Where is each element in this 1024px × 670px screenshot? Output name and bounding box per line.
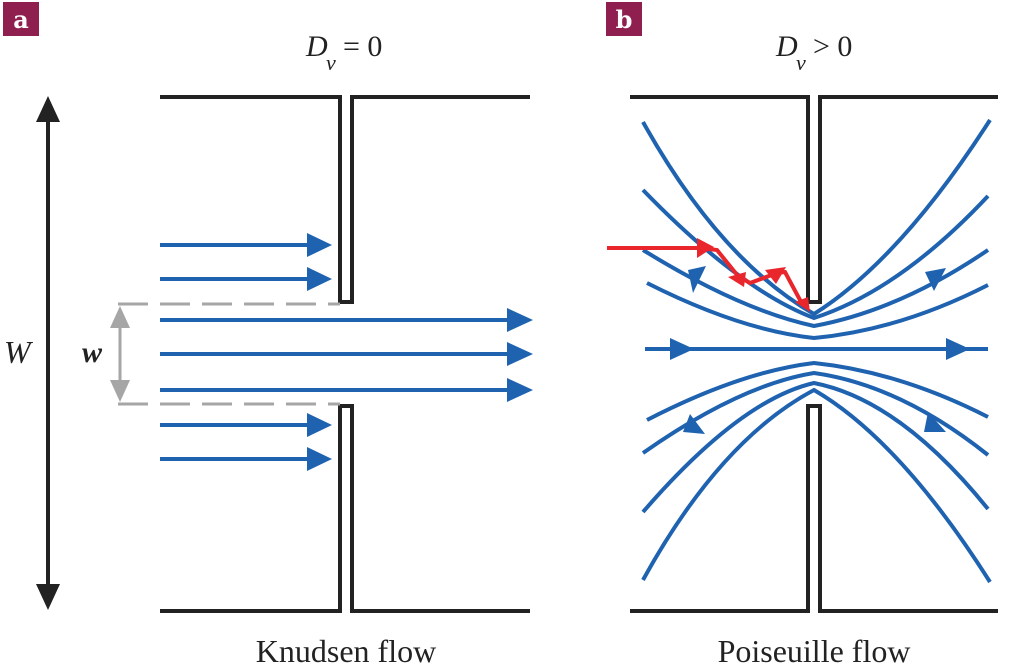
condition-b-relation: > 0 — [813, 30, 852, 63]
streamline-center — [645, 338, 988, 360]
W-dimension-arrow — [36, 96, 60, 610]
badge-a-label: a — [13, 5, 29, 34]
caption-a: Knudsen flow — [256, 633, 436, 669]
streamline — [641, 188, 990, 321]
w-dimension-arrow — [110, 306, 130, 402]
wall-top-b — [630, 95, 998, 304]
arrow-down-icon — [36, 584, 60, 610]
badge-b-label: b — [616, 5, 633, 34]
streamline-arrow-icon — [688, 266, 706, 293]
streamline — [646, 281, 989, 341]
condition-a-subscript: v — [326, 50, 336, 75]
caption-b: Poiseuille flow — [718, 633, 911, 669]
streamline-arrow-icon — [683, 414, 705, 434]
streamline-arrow-icon — [670, 338, 694, 360]
flow-arrow-blocked — [307, 413, 332, 437]
condition-a: D v = 0 — [305, 30, 382, 75]
trajectory-arrow-icon — [765, 267, 786, 284]
flow-arrow-blocked — [307, 233, 332, 257]
streamline-arrow-icon — [925, 268, 946, 291]
wall-bottom-a — [160, 404, 530, 613]
condition-a-relation: = 0 — [343, 30, 382, 63]
condition-b: D v > 0 — [775, 30, 852, 75]
streamline — [641, 387, 992, 584]
trajectory-arrow-icon — [728, 272, 746, 287]
wall-top-a — [160, 95, 530, 304]
flow-arrow-through — [507, 378, 533, 402]
panel-a: a D v = 0 W w — [3, 2, 533, 669]
trajectory-arrow-icon — [697, 238, 714, 258]
W-label: W — [4, 334, 34, 370]
flow-arrow-through — [507, 308, 533, 332]
streamline — [641, 380, 990, 514]
streamlines-lower — [641, 360, 992, 584]
flow-arrow-blocked — [307, 267, 332, 291]
condition-b-subscript: v — [796, 50, 806, 75]
arrow-down-icon — [110, 380, 130, 402]
streamline — [641, 370, 990, 457]
streamline-arrow-icon — [946, 338, 970, 360]
arrow-up-icon — [110, 306, 130, 328]
condition-a-symbol: D — [305, 30, 328, 63]
arrow-up-icon — [36, 96, 60, 122]
flow-arrow-through — [507, 342, 533, 366]
trajectory-arrow-icon — [795, 297, 810, 312]
streamline-arrow-icon — [924, 412, 946, 432]
badge-b — [606, 2, 642, 36]
knudsen-arrows — [160, 233, 533, 471]
molecule-trajectory — [607, 238, 810, 312]
flow-arrow-blocked — [307, 447, 332, 471]
badge-a — [3, 2, 39, 36]
w-label: w — [82, 336, 103, 369]
condition-b-symbol: D — [775, 30, 798, 63]
streamline — [646, 360, 989, 422]
streamlines-upper — [641, 118, 992, 341]
wall-bottom-b — [630, 404, 998, 613]
panel-b: b D v > 0 — [606, 2, 998, 669]
streamline — [641, 118, 992, 317]
